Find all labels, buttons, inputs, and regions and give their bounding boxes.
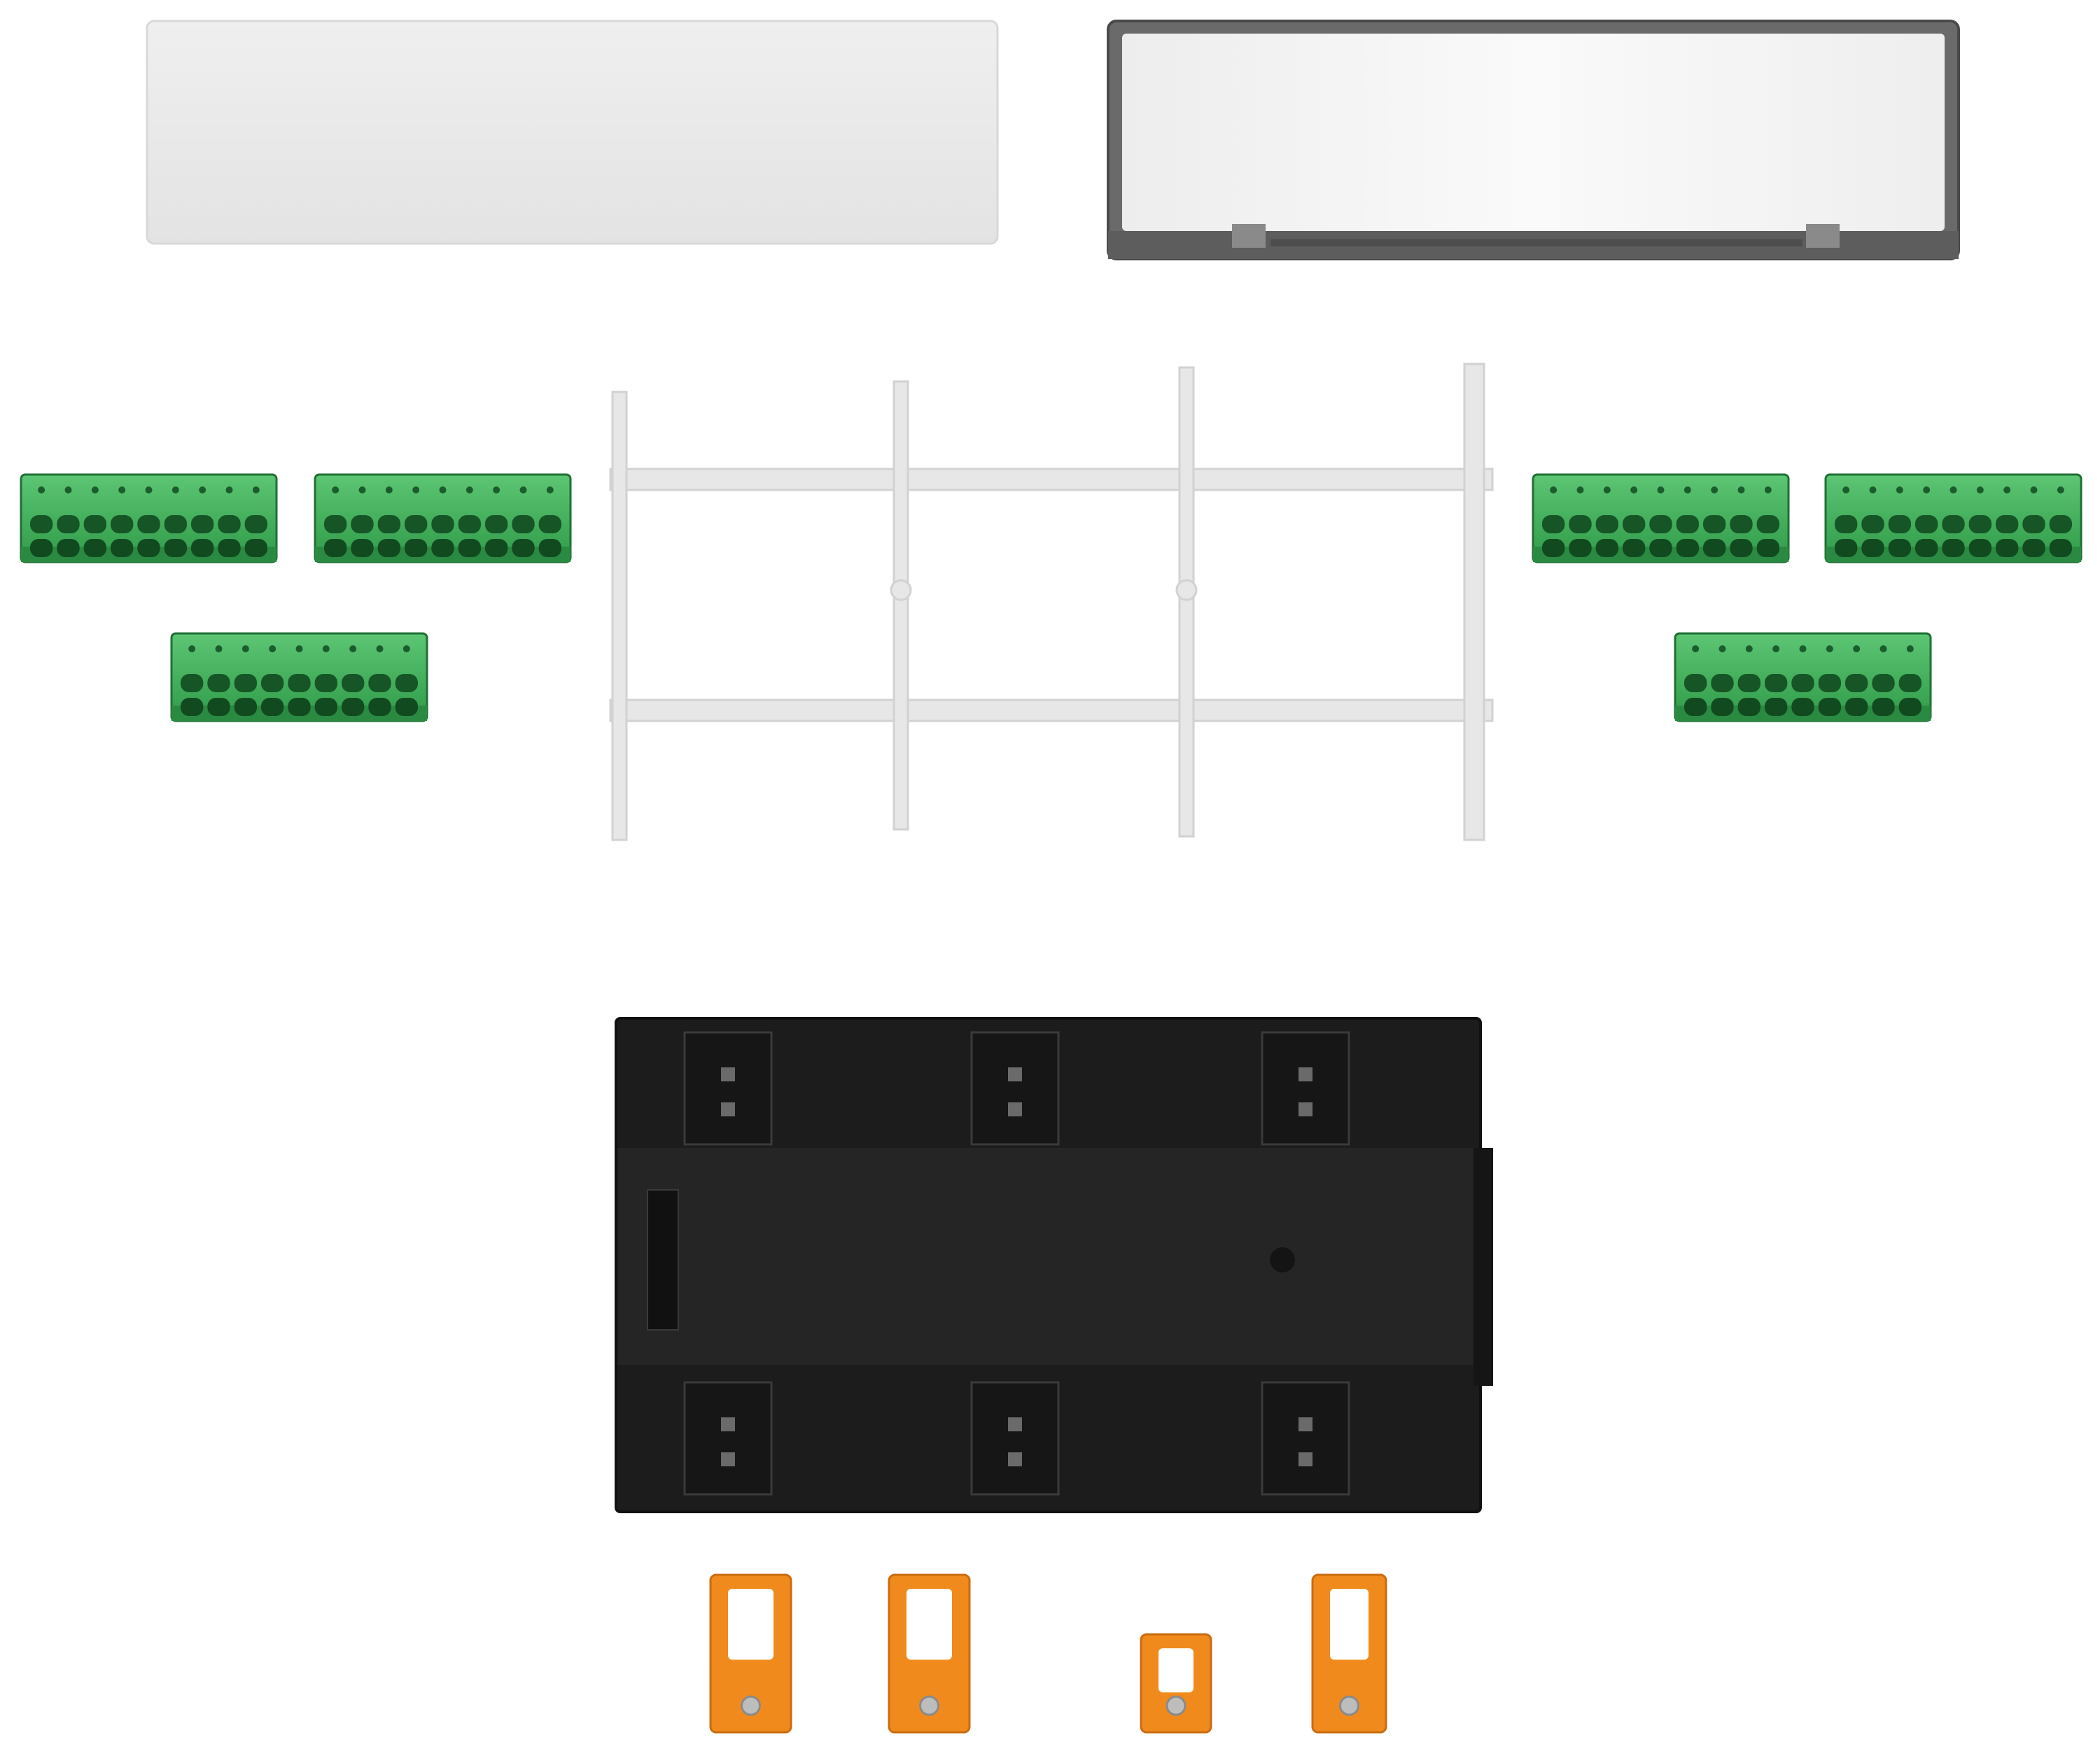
housing-slot <box>1261 1031 1350 1146</box>
terminal-block <box>1532 473 1790 563</box>
din-clip <box>888 1573 971 1734</box>
terminal-block <box>314 473 572 563</box>
transparent-cover <box>1107 20 1960 260</box>
terminal-block <box>170 632 428 722</box>
housing-slot <box>683 1381 773 1496</box>
housing-slot <box>683 1031 773 1146</box>
housing-slot <box>970 1031 1060 1146</box>
housing-slots <box>683 1031 1350 1496</box>
din-clip <box>709 1573 792 1734</box>
din-rail-housing <box>615 1017 1493 1513</box>
white-cover-plate <box>146 20 999 245</box>
terminal-block <box>1674 632 1932 722</box>
din-clip <box>1311 1573 1387 1734</box>
din-clip <box>1140 1633 1212 1734</box>
din-clips <box>709 1573 1387 1734</box>
label-frame <box>609 363 1494 841</box>
housing-slot <box>970 1381 1060 1496</box>
terminal-block <box>1824 473 2082 563</box>
housing-slot <box>1261 1381 1350 1496</box>
terminal-block <box>20 473 278 563</box>
terminal-blocks <box>20 473 2082 722</box>
